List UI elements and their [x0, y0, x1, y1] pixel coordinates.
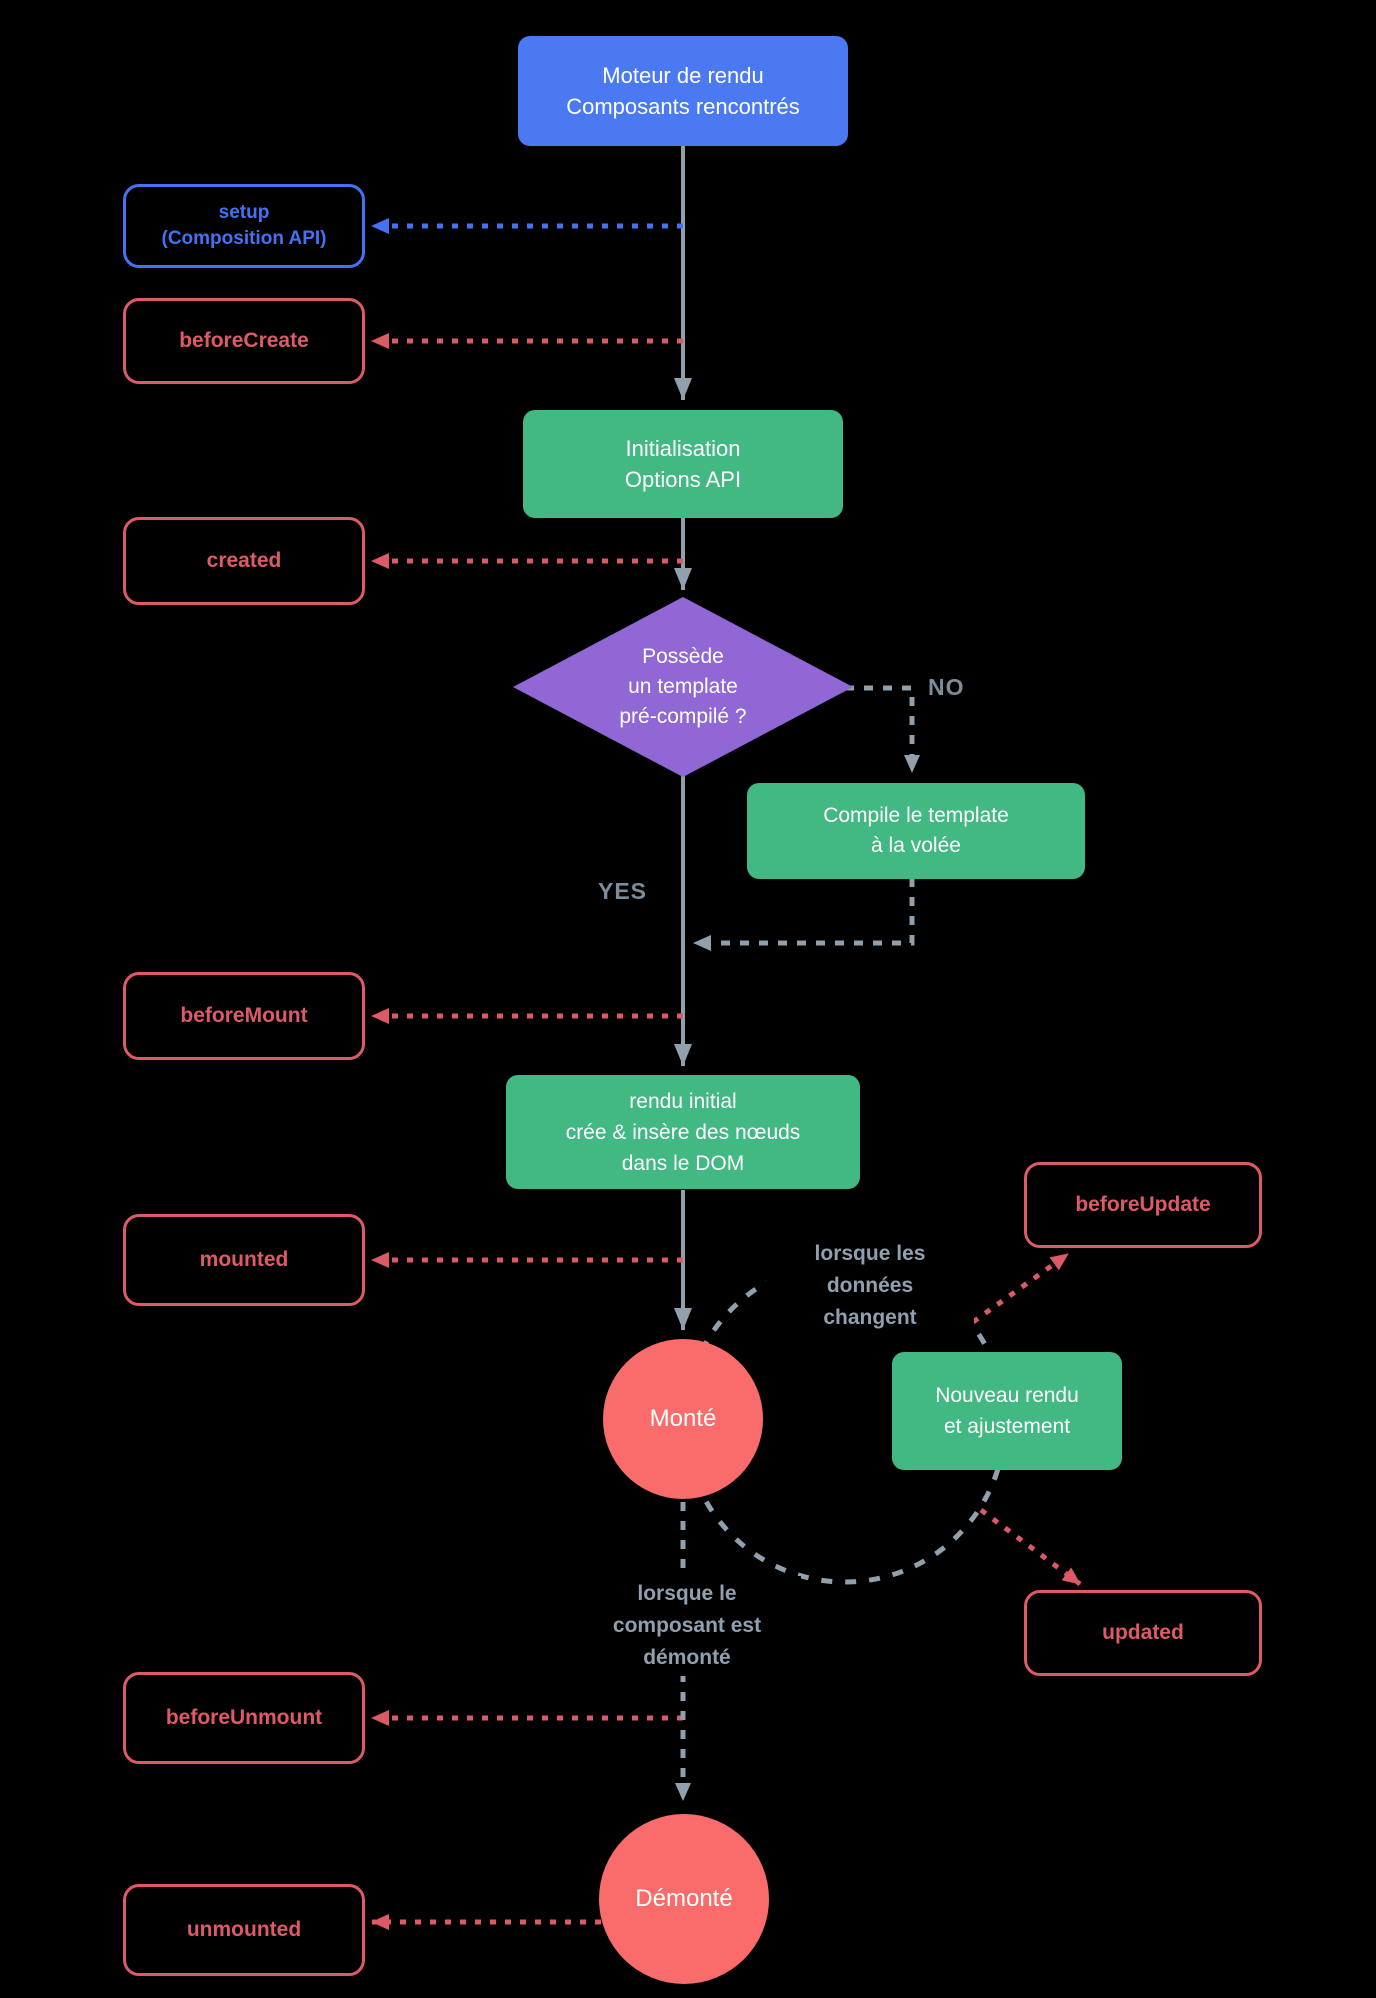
node-initial-render-line1: rendu initial — [629, 1089, 737, 1113]
hook-before-create: beforeCreate — [123, 298, 365, 384]
node-initial-render: rendu initial crée & insère des nœuds da… — [506, 1075, 860, 1189]
hook-setup-line2: (Composition API) — [161, 228, 327, 249]
decision-line3: pré-compilé ? — [619, 705, 747, 728]
note-unmount-line3: démonté — [643, 1646, 731, 1669]
label-no: NO — [928, 674, 965, 700]
node-compile-line2: à la volée — [871, 834, 961, 857]
hook-before-mount: beforeMount — [123, 972, 365, 1060]
hook-setup-line1: setup — [218, 202, 270, 223]
note-unmount-line2: composant est — [612, 1614, 762, 1637]
hook-mounted: mounted — [123, 1214, 365, 1306]
node-new-render-line2: et ajustement — [943, 1415, 1071, 1438]
hook-before-mount-label: beforeMount — [180, 1004, 308, 1027]
node-new-render: Nouveau rendu et ajustement — [892, 1352, 1122, 1470]
hook-before-unmount: beforeUnmount — [123, 1672, 365, 1764]
note-data-change-line3: changent — [823, 1306, 917, 1329]
edge-no-branch — [845, 685, 920, 773]
node-initial-render-line2: crée & insère des nœuds — [565, 1120, 801, 1144]
hook-unmounted-label: unmounted — [186, 1918, 302, 1941]
node-render-engine-line1: Moteur de rendu — [602, 63, 764, 88]
hook-updated-label: updated — [1102, 1621, 1184, 1644]
hook-mounted-label: mounted — [199, 1248, 289, 1271]
hook-before-unmount-label: beforeUnmount — [165, 1706, 323, 1729]
note-data-change-line1: lorsque les — [814, 1242, 926, 1265]
node-compile-template: Compile le template à la volée — [747, 783, 1085, 879]
node-init-options-line2: Options API — [624, 467, 742, 492]
hook-before-update-label: beforeUpdate — [1075, 1193, 1211, 1216]
note-unmount-line1: lorsque le — [637, 1582, 737, 1605]
hook-before-create-label: beforeCreate — [179, 329, 309, 352]
hook-setup: setup (Composition API) — [123, 184, 365, 268]
hook-created: created — [123, 517, 365, 605]
edge-to-beforeupdate — [971, 1251, 1070, 1325]
node-init-options: Initialisation Options API — [523, 410, 843, 518]
note-unmount: lorsque le composant est démonté — [573, 1576, 801, 1676]
decision-line1: Possède — [642, 645, 724, 668]
note-data-change-line2: données — [826, 1274, 914, 1297]
state-demonte-label: Démonté — [635, 1885, 733, 1912]
node-render-engine-line2: Composants rencontrés — [566, 94, 800, 119]
hook-updated: updated — [1024, 1590, 1262, 1676]
node-render-engine: Moteur de rendu Composants rencontrés — [518, 36, 848, 146]
decision-line2: un template — [628, 675, 738, 698]
note-data-change: lorsque les données changent — [766, 1236, 974, 1336]
node-new-render-line1: Nouveau rendu — [935, 1384, 1079, 1407]
node-init-options-line1: Initialisation — [625, 436, 741, 461]
edge-compile-return — [693, 878, 915, 951]
state-monte: Monté — [603, 1339, 763, 1499]
node-initial-render-line3: dans le DOM — [621, 1151, 745, 1175]
label-yes: YES — [598, 878, 648, 904]
state-demonte: Démonté — [599, 1814, 769, 1984]
hook-unmounted: unmounted — [123, 1884, 365, 1976]
state-monte-label: Monté — [649, 1405, 717, 1432]
hook-before-update: beforeUpdate — [1024, 1162, 1262, 1248]
node-compile-line1: Compile le template — [823, 804, 1009, 827]
edge-to-updated — [979, 1507, 1082, 1587]
hook-created-label: created — [206, 549, 282, 572]
